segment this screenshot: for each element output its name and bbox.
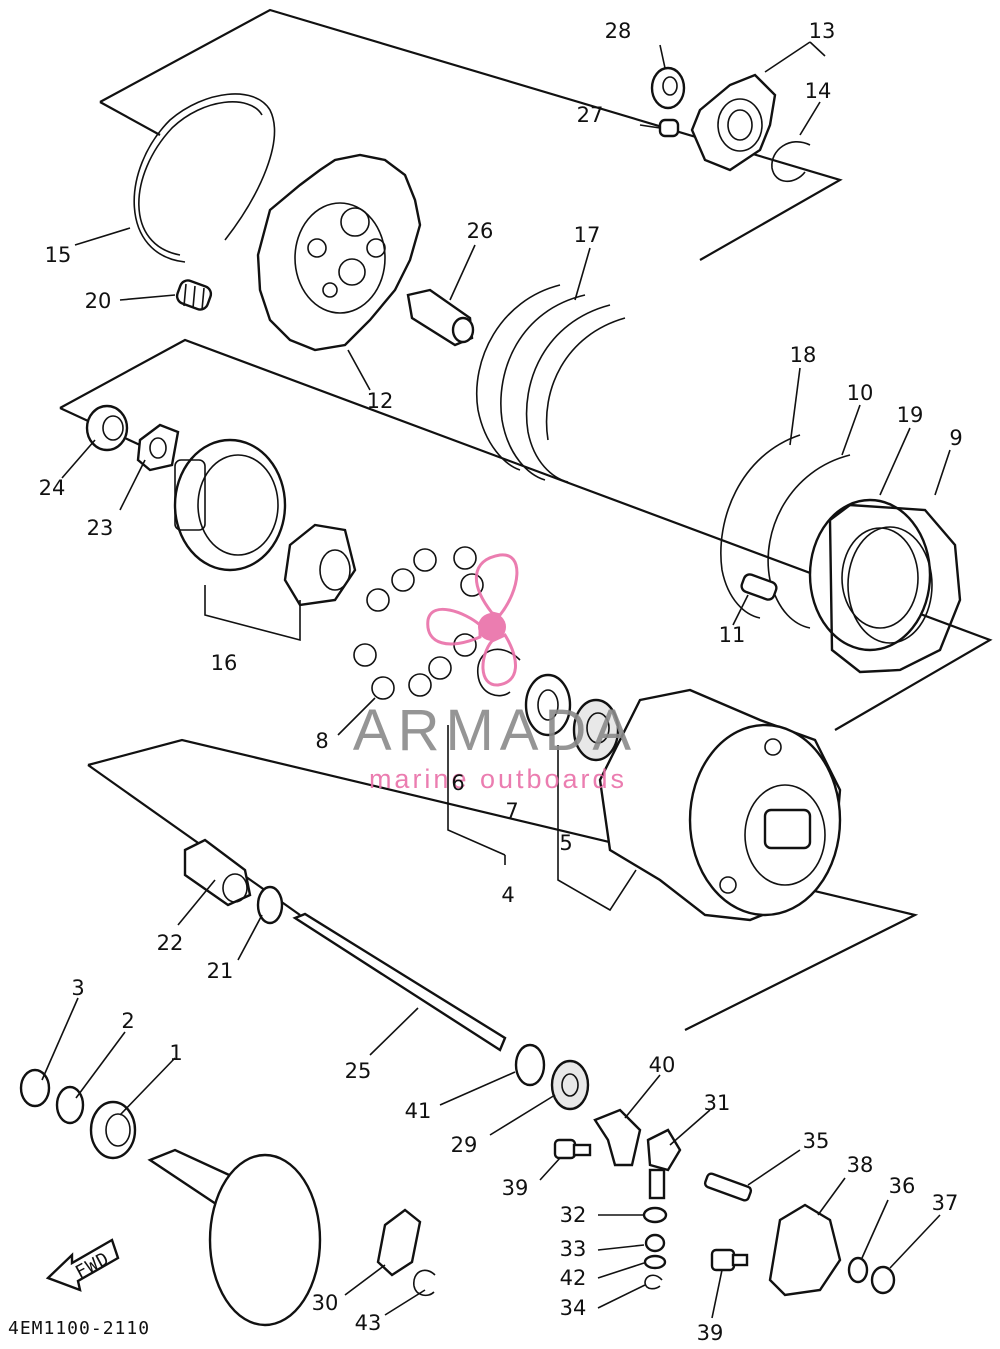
bearing-29 — [550, 1059, 590, 1111]
part-label-p22: 22 — [157, 931, 184, 955]
part-label-p40: 40 — [649, 1053, 676, 1077]
part-label-p19: 19 — [897, 403, 924, 427]
cam-30 — [376, 1208, 422, 1277]
shaft-25 — [292, 912, 507, 1052]
propeller-icon — [426, 553, 519, 687]
part-label-p23: 23 — [87, 516, 114, 540]
lock-washer-23 — [136, 423, 180, 472]
washer-2 — [55, 1085, 85, 1125]
forward-arrow-icon: FWD — [45, 1238, 120, 1292]
part-label-p17: 17 — [574, 223, 601, 247]
part-label-p11: 11 — [719, 623, 746, 647]
washer-21 — [256, 885, 284, 925]
washer-36 — [847, 1256, 869, 1284]
part-label-p39a: 39 — [502, 1176, 529, 1200]
bracket-38 — [768, 1203, 842, 1297]
part-label-p26: 26 — [467, 219, 494, 243]
part-label-p14: 14 — [805, 79, 832, 103]
nut-24 — [85, 404, 129, 452]
circlip-43 — [413, 1269, 436, 1297]
part-label-p5: 5 — [559, 831, 572, 855]
part-label-p13: 13 — [809, 19, 836, 43]
part-label-p3: 3 — [71, 976, 84, 1000]
part-label-p1: 1 — [169, 1041, 182, 1065]
part-label-p24: 24 — [39, 476, 66, 500]
bolt-31 — [646, 1128, 682, 1200]
diagram-code: 4EM1100-2110 — [8, 1318, 150, 1339]
part-label-p15: 15 — [45, 243, 72, 267]
part-label-p18: 18 — [790, 343, 817, 367]
part-label-p43: 43 — [355, 1311, 382, 1335]
part-label-p10: 10 — [847, 381, 874, 405]
part-label-p33: 33 — [560, 1237, 587, 1261]
part-label-p29: 29 — [451, 1133, 478, 1157]
oil-seal-28 — [650, 66, 686, 110]
bolt-35 — [703, 1172, 753, 1202]
part-label-p37: 37 — [932, 1191, 959, 1215]
washer-41 — [514, 1043, 546, 1087]
part-label-p25: 25 — [345, 1059, 372, 1083]
watermark-subtitle: marine outboards — [369, 764, 627, 794]
part-label-p21: 21 — [207, 959, 234, 983]
part-label-p20: 20 — [85, 289, 112, 313]
part-label-p30: 30 — [312, 1291, 339, 1315]
part-label-p16: 16 — [211, 651, 238, 675]
part-label-p28: 28 — [605, 19, 632, 43]
watermark-title: ARMADA — [353, 698, 637, 763]
part-label-p35: 35 — [803, 1129, 830, 1153]
spring-11 — [740, 573, 778, 601]
clutch-boss-16 — [173, 438, 357, 642]
snap-ring-15 — [133, 93, 276, 263]
clutch-pack-right — [720, 434, 962, 674]
washer-7 — [524, 673, 572, 737]
balls-8 — [353, 546, 484, 700]
part-label-p6: 6 — [451, 771, 464, 795]
part-label-p39b: 39 — [697, 1321, 724, 1345]
part-label-p27: 27 — [577, 103, 604, 127]
circlip-14 — [771, 141, 811, 183]
part-label-p8: 8 — [315, 729, 328, 753]
part-label-p7: 7 — [505, 799, 518, 823]
push-rod-26 — [406, 288, 475, 347]
part-label-p36: 36 — [889, 1174, 916, 1198]
bearing-housing-13 — [690, 73, 777, 172]
part-label-p32: 32 — [560, 1203, 587, 1227]
screw-27 — [639, 118, 680, 138]
part-label-p2: 2 — [121, 1009, 134, 1033]
circlip-6 — [477, 648, 521, 697]
part-label-p31: 31 — [704, 1091, 731, 1115]
washer-stack-32-34 — [642, 1206, 668, 1290]
part-label-p34: 34 — [560, 1296, 587, 1320]
collar-22 — [183, 838, 252, 907]
pressure-plate-12 — [256, 153, 422, 352]
nut-37 — [870, 1265, 896, 1295]
bearing-5 — [572, 698, 620, 762]
friction-plates-17 — [476, 284, 626, 483]
part-label-p38: 38 — [847, 1153, 874, 1177]
leader-lines — [41, 41, 951, 1319]
lever-40 — [593, 1108, 642, 1167]
bolt-39-lower — [710, 1248, 749, 1272]
part-label-p41: 41 — [405, 1099, 432, 1123]
armada-logo: ARMADA marine outboards — [353, 553, 637, 794]
primary-drive-gear — [147, 1148, 322, 1327]
part-labels: 1234567891011121314151617181920212223242… — [39, 19, 963, 1345]
group-frame-top — [99, 8, 843, 261]
clutch-housing-4 — [447, 688, 842, 922]
gear-1 — [89, 1100, 137, 1160]
part-label-p9: 9 — [949, 426, 962, 450]
spring-20 — [175, 279, 213, 311]
bolt-39-upper — [553, 1138, 592, 1160]
part-label-p12: 12 — [367, 389, 394, 413]
part-label-p4: 4 — [501, 883, 514, 907]
part-label-p42: 42 — [560, 1266, 587, 1290]
